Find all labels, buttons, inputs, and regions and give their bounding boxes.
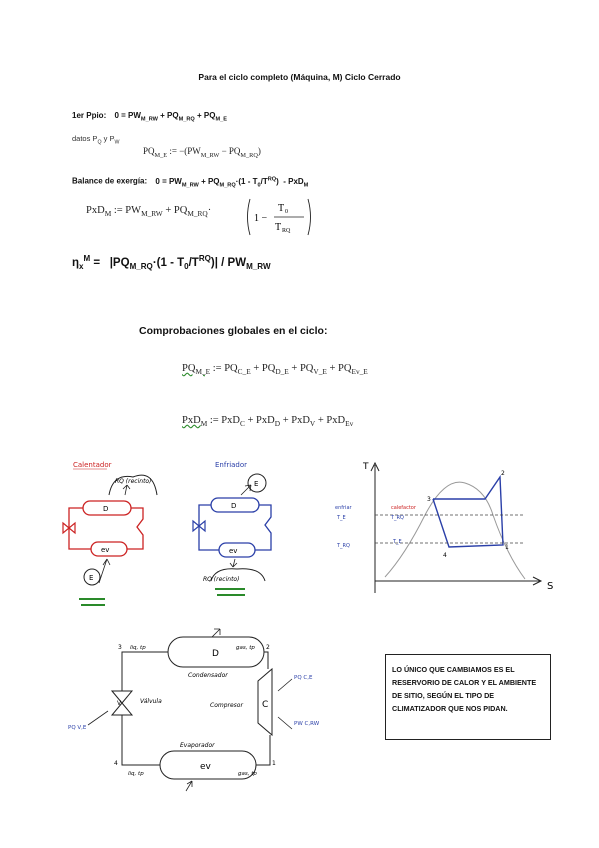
cooler-bottom-label: RQ (recinto) xyxy=(203,576,239,583)
pxdm-formula: PxDM := PWM_RW + PQM_RQ· xyxy=(86,205,212,219)
exergy-balance-line: Balance de exergía: 0 = PWM_RW + PQM_RQ·… xyxy=(72,176,308,188)
cooler-diagram: Enfriador E D ev RQ (recinto) xyxy=(192,461,272,596)
svg-text:RQ: RQ xyxy=(282,228,291,234)
cycle-pq-ve: PQ V,E xyxy=(68,725,87,731)
ts-point-1: 1 xyxy=(505,544,509,551)
ts-label-trq-2: T_RQ xyxy=(336,543,350,549)
first-law-label: 1er Ppio: xyxy=(72,111,107,120)
note-box: LO ÚNICO QUE CAMBIAMOS ES EL RESERVORIO … xyxy=(385,654,551,740)
cooler-top-label: E xyxy=(254,480,258,488)
cooler-title: Enfriador xyxy=(215,461,247,469)
cycle-evaporator: ev xyxy=(200,762,212,772)
heater-diagram: Calentador RQ (recinto) D ev E xyxy=(62,461,158,606)
ts-label-te: T_E xyxy=(392,539,402,545)
cycle-pq-ce: PQ C,E xyxy=(294,675,313,681)
page-title: Para el ciclo completo (Máquina, M) Cicl… xyxy=(198,72,401,82)
exergy-equation: 0 = PWM_RW + PQM_RQ·(1 - T0/TRQ) - PxDM xyxy=(155,176,309,189)
cycle-condenser-label: Condensador xyxy=(188,672,228,679)
cycle-condenser: D xyxy=(212,649,219,659)
pq-m-e-formula: PQM_E := −(PWM_RW − PQM_RQ) xyxy=(143,146,261,159)
cycle-state-top-right: gas, tp xyxy=(236,645,255,651)
svg-text:T: T xyxy=(275,222,281,233)
efficiency-formula: ηxM = |PQM_RQ·(1 - T0/TRQ)| / PWM_RW xyxy=(72,254,271,272)
cycle-state-bottom-left: liq, tp xyxy=(128,771,144,777)
heater-title: Calentador xyxy=(73,461,112,469)
svg-text:T: T xyxy=(278,203,284,214)
svg-text:1 −: 1 − xyxy=(254,213,268,224)
check-eq2: PxDM := PxDC + PxDD + PxDV + PxDEv xyxy=(182,415,354,429)
ts-label-te-2: T_E xyxy=(336,515,346,521)
cycle-pw-crw: PW C,RW xyxy=(294,721,320,727)
cycle-diagram: D Condensador 3 2 liq, tp gas, tp V Válv… xyxy=(68,628,320,792)
cycle-node-2: 2 xyxy=(266,644,270,651)
cycle-valve-label: Válvula xyxy=(140,698,162,705)
ts-label-trq: T_RQ xyxy=(390,515,404,521)
ts-x-axis: S xyxy=(547,581,553,592)
cycle-valve: V xyxy=(117,700,122,707)
data-line: datos PQ y PW xyxy=(72,134,120,146)
cycle-state-top-left: liq, tp xyxy=(130,645,146,651)
cycle-node-3: 3 xyxy=(118,644,122,651)
heater-evaporator: ev xyxy=(101,546,109,554)
cycle-node-1: 1 xyxy=(272,760,276,767)
check-eq1: PQM_E := PQC_E + PQD_E + PQV_E + PQEv_E xyxy=(182,363,368,377)
cycle-state-bottom-right: gas, tp xyxy=(238,771,257,777)
heater-bottom-label: E xyxy=(89,574,93,582)
cycle-compressor: C xyxy=(262,700,268,710)
cooler-condenser: D xyxy=(231,502,236,510)
checks-heading: Comprobaciones globales en el ciclo: xyxy=(139,325,328,337)
ts-point-2: 2 xyxy=(501,470,505,477)
cycle-evaporator-label: Evaporador xyxy=(180,742,215,749)
ts-label-calefactor: calefactor xyxy=(391,505,417,511)
cycle-node-4: 4 xyxy=(114,760,118,767)
ts-y-axis: T xyxy=(362,462,369,472)
ts-point-3: 3 xyxy=(427,496,431,503)
pxdm-fraction: 1 − T 0 T RQ xyxy=(247,198,311,236)
cycle-compressor-label: Compresor xyxy=(210,702,243,709)
first-law-line: 1er Ppio: 0 = PWM_RW + PQM_RQ + PQM_E xyxy=(72,111,227,123)
ts-label-enfriar: enfriar xyxy=(335,505,353,511)
heater-top-label: RQ (recinto) xyxy=(115,478,151,485)
svg-text:0: 0 xyxy=(285,209,288,215)
heater-condenser: D xyxy=(103,505,108,513)
cooler-evaporator: ev xyxy=(229,547,237,555)
exergy-label: Balance de exergía: xyxy=(72,176,148,186)
first-law-equation: 0 = PWM_RW + PQM_RQ + PQM_E xyxy=(114,111,227,123)
ts-diagram: T S 3 2 1 4 calefactor T_RQ T_E enfriar … xyxy=(335,461,553,593)
ts-point-4: 4 xyxy=(443,552,447,559)
